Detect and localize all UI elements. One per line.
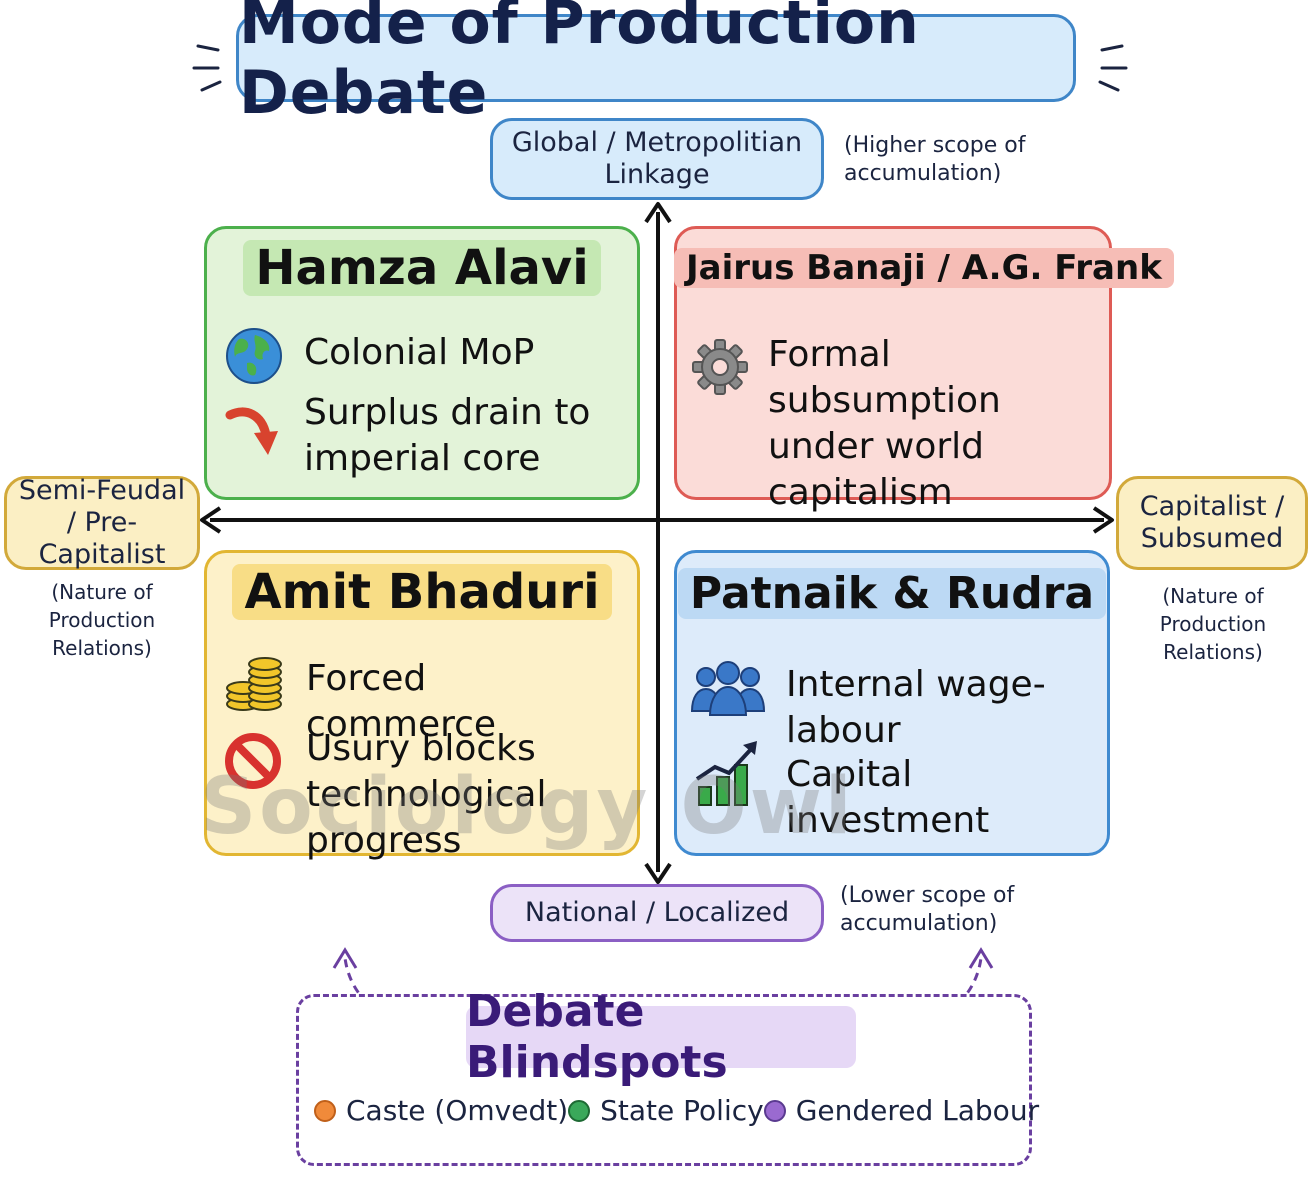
gear-icon [690,336,750,398]
list-item: Internal wage-labour [786,664,1046,751]
list-item: Usury blocks technological progress [306,728,547,861]
axis-note-right: (Nature of Production Relations) [1159,584,1267,664]
axis-label-top: Global / Metropolitian Linkage [490,118,824,200]
people-icon [690,658,766,718]
red-arrow-icon [224,400,286,460]
quadrant-heading-patnaik-rudra: Patnaik & Rudra [674,568,1110,619]
page-title: Mode of Production Debate [239,0,920,128]
quadrant-heading-banaji-frank: Jairus Banaji / A.G. Frank [674,248,1174,288]
list-item: Colonial MoP [304,332,535,373]
axis-arrow-up [644,202,672,224]
blindspot-item-gendered-labour: Gendered Labour [763,1094,1039,1127]
axis-label-right: Capitalist / Subsumed [1116,476,1308,570]
purple-dot-icon [763,1099,786,1122]
coins-icon [222,652,286,714]
quadrant-heading-bhaduri: Amit Bhaduri [204,564,640,620]
axis-note-left: (Nature of Production Relations) [48,580,156,660]
growth-chart-icon [692,738,764,808]
prohibited-icon [222,730,284,792]
axis-arrow-right [1092,506,1114,534]
list-item: Forced commerce [306,658,497,745]
axis-arrow-left [200,506,222,534]
blindspot-item-caste: Caste (Omvedt) [314,1094,568,1127]
green-dot-icon [568,1099,591,1122]
title-sparks [192,44,1128,92]
quadrant-heading-alavi: Hamza Alavi [204,240,640,296]
axis-arrow-down [644,862,672,884]
list-item: Formal subsumption under world capitalis… [768,334,1001,513]
blindspots-list: Caste (Omvedt) State Policy Gendered Lab… [314,1094,1039,1127]
globe-icon [224,326,284,386]
list-item: Capital investment [786,754,990,841]
orange-dot-icon [314,1099,336,1122]
watermark: Sociology Owl [200,762,855,852]
blindspot-item-state-policy: State Policy [568,1094,764,1127]
axis-label-bottom: National / Localized [490,884,824,942]
axis-note-bottom: (Lower scope of accumulation) [840,883,1015,936]
list-item: Surplus drain to imperial core [304,392,591,479]
blindspots-title: Debate Blindspots [466,986,856,1088]
axis-label-left: Semi-Feudal / Pre-Capitalist [4,475,200,570]
title-box: Mode of Production Debate [236,0,1076,128]
axis-note-top: (Higher scope of accumulation) [844,133,1026,186]
